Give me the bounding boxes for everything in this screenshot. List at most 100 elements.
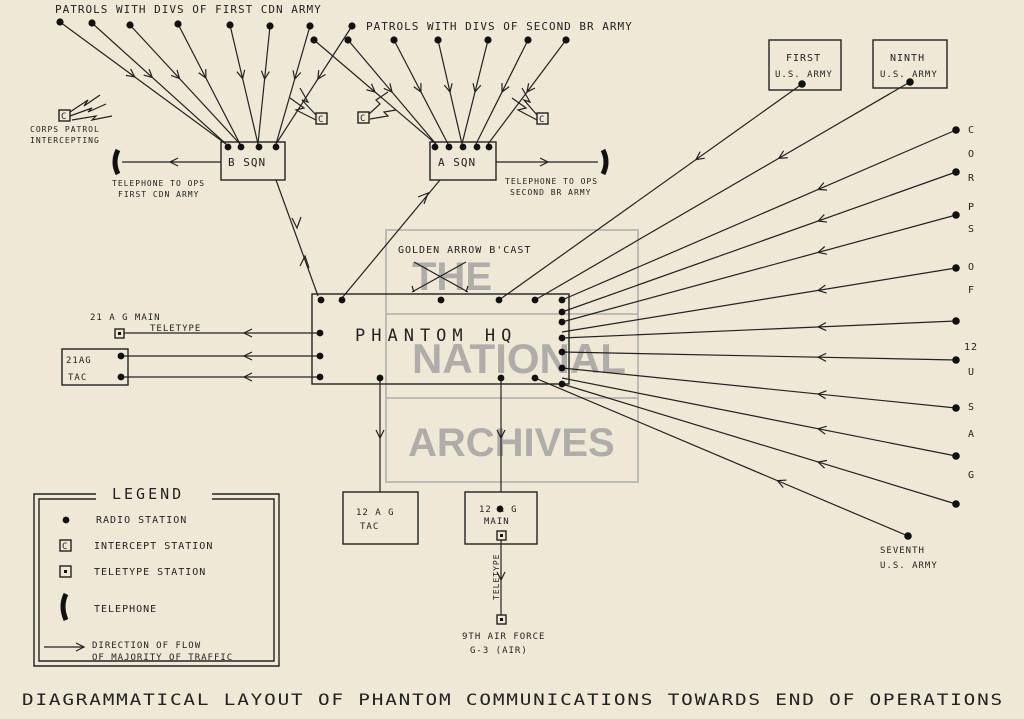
radio-station-dot bbox=[798, 80, 806, 88]
corps-link bbox=[561, 267, 957, 333]
ninth-us-army-box bbox=[872, 39, 948, 89]
radio-station-dot bbox=[226, 21, 234, 29]
radio-station-dot bbox=[952, 356, 960, 364]
21ag-tac-label-1: 21AG bbox=[66, 356, 92, 366]
flow-arrow bbox=[816, 246, 827, 255]
corps-letter: O bbox=[968, 262, 975, 273]
corps-letter: S bbox=[968, 402, 975, 413]
legend: LEGEND RADIO STATION C INTERCEPT STATION… bbox=[33, 485, 280, 667]
first-us-army-label-1: FIRST bbox=[786, 53, 821, 64]
label-tel-second-1: TELEPHONE TO OPS bbox=[505, 177, 598, 186]
flow-arrow bbox=[366, 83, 377, 93]
patrol-line bbox=[59, 21, 227, 145]
radio-station-dot bbox=[558, 380, 566, 388]
flow-arrow bbox=[501, 83, 510, 94]
label-21ag-main-2: TELETYPE bbox=[150, 324, 201, 334]
radio-station-dot bbox=[316, 373, 324, 381]
corps-letter: G bbox=[968, 470, 975, 481]
label-air-force-2: G-3 (AIR) bbox=[470, 646, 528, 656]
radio-station-dot bbox=[390, 36, 398, 44]
flow-arrow bbox=[694, 151, 705, 161]
label-air-force-1: 9TH AIR FORCE bbox=[462, 632, 545, 642]
radio-station-dot bbox=[484, 36, 492, 44]
radio-station-dot bbox=[524, 36, 532, 44]
flow-arrow bbox=[776, 479, 787, 488]
flow-arrow bbox=[816, 322, 827, 332]
flow-arrow bbox=[526, 83, 536, 94]
corps-letter: U bbox=[968, 367, 975, 378]
radio-station-dot bbox=[56, 18, 64, 26]
corps-letter: R bbox=[968, 173, 975, 184]
radio-station-dot bbox=[431, 143, 439, 151]
corps-letter: S bbox=[968, 224, 975, 235]
21ag-tac-box bbox=[61, 348, 129, 386]
radio-stations bbox=[117, 143, 566, 513]
label-golden-arrow: GOLDEN ARROW B'CAST bbox=[398, 245, 531, 256]
radio-station-dot bbox=[88, 19, 96, 27]
radio-station-dot bbox=[495, 296, 503, 304]
radio-station-dot bbox=[338, 296, 346, 304]
radio-station-dot bbox=[558, 318, 566, 326]
legend-direction-2: OF MAJORITY OF TRAFFIC bbox=[92, 653, 233, 663]
label-seventh-1: SEVENTH bbox=[880, 546, 925, 556]
label-corps-patrol-2: INTERCEPTING bbox=[30, 136, 100, 145]
intercept-station-b: C bbox=[289, 87, 328, 125]
telephone-icon bbox=[600, 148, 609, 176]
radio-station-dot bbox=[348, 22, 356, 30]
label-patrols-first: PATROLS WITH DIVS OF FIRST CDN ARMY bbox=[55, 3, 322, 16]
radio-station-dot bbox=[272, 143, 280, 151]
radio-station-dot bbox=[952, 404, 960, 412]
corps-letter: O bbox=[968, 149, 975, 160]
flow-arrow bbox=[292, 70, 302, 81]
radio-station-dot bbox=[558, 348, 566, 356]
corps-link bbox=[561, 367, 957, 409]
flow-arrow bbox=[777, 150, 788, 159]
radio-station-dot bbox=[224, 143, 232, 151]
radio-station-dot bbox=[316, 352, 324, 360]
phantom-hq-label: PHANTOM HQ bbox=[355, 326, 517, 346]
radio-station-dot bbox=[952, 168, 960, 176]
radio-station-dot bbox=[174, 20, 182, 28]
telephone-icon bbox=[60, 592, 69, 621]
12ag-main-label-2: MAIN bbox=[484, 517, 510, 527]
corps-link bbox=[534, 81, 911, 301]
radio-station-dot bbox=[117, 373, 125, 381]
radio-station-dot bbox=[445, 143, 453, 151]
radio-station-dot bbox=[952, 317, 960, 325]
diagram-title: DIAGRAMMATICAL LAYOUT OF PHANTOM COMMUNI… bbox=[22, 690, 1004, 709]
patrol-line bbox=[177, 23, 241, 145]
flow-arrow bbox=[472, 83, 482, 94]
corps-link bbox=[561, 377, 957, 457]
telephone-icon bbox=[112, 148, 121, 176]
patrol-line bbox=[91, 22, 227, 145]
patrol-line bbox=[275, 25, 353, 145]
patrol-lines-a-sqn bbox=[310, 36, 570, 145]
radio-station-dot bbox=[344, 36, 352, 44]
radio-station-dot bbox=[316, 329, 324, 337]
flow-arrow bbox=[816, 425, 827, 435]
radio-station-dot bbox=[904, 532, 912, 540]
watermark-line1: THE bbox=[412, 255, 492, 299]
label-patrols-second: PATROLS WITH DIVS OF SECOND BR ARMY bbox=[366, 20, 633, 33]
watermark-line2: NATIONAL bbox=[412, 335, 626, 382]
radio-station-dot bbox=[434, 36, 442, 44]
12ag-tac-box bbox=[342, 491, 419, 545]
radio-station-dot bbox=[558, 334, 566, 342]
label-seventh-2: U.S. ARMY bbox=[880, 561, 938, 571]
corps-link bbox=[561, 383, 957, 505]
corps-letter: F bbox=[968, 285, 975, 296]
label-21ag-main-1: 21 A G MAIN bbox=[90, 313, 161, 323]
corps-letter: P bbox=[968, 202, 975, 213]
ninth-us-army-label-1: NINTH bbox=[890, 53, 925, 64]
12ag-tac-label-2: TAC bbox=[360, 522, 379, 532]
patrol-line bbox=[129, 24, 241, 145]
corps-link bbox=[561, 320, 957, 339]
watermark: THE NATIONAL ARCHIVES bbox=[385, 229, 639, 483]
radio-station-dot bbox=[306, 22, 314, 30]
svg-text:C: C bbox=[61, 112, 67, 122]
flow-arrow bbox=[198, 69, 207, 80]
flow-arrow bbox=[816, 182, 828, 191]
corps-link bbox=[561, 171, 957, 313]
flow-arrow bbox=[816, 459, 828, 469]
